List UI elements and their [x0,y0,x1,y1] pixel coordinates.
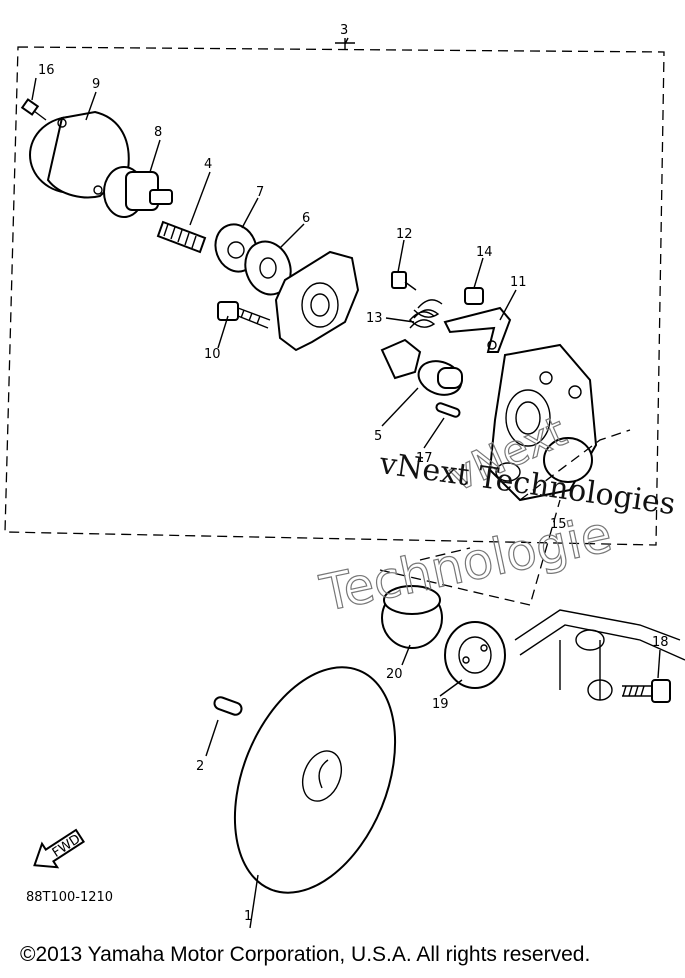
housing-plate [274,250,360,352]
part-19-seal [444,621,506,689]
part-8-shaft [103,166,173,218]
leader-lines [31,37,661,929]
callout-19: 19 [432,697,449,712]
callout-2: 2 [196,759,204,774]
callout-7: 7 [256,185,264,200]
callout-12: 12 [396,227,413,242]
fwd-arrow-icon: FWD [33,828,86,869]
frame-bracket [514,609,685,701]
callout-11: 11 [510,275,527,290]
part-14-nut [464,287,484,305]
diagram-code: 88T100-1210 [26,890,114,905]
callout-10: 10 [204,347,221,362]
callout-3: 3 [340,23,348,38]
callout-9: 9 [92,77,100,92]
part-6-washer [244,240,292,296]
part-15-body [488,343,598,502]
callout-14: 14 [476,245,493,260]
part-12-bolt [391,271,417,291]
callout-18: 18 [652,635,669,650]
watermark-technologie: Technologie [315,505,617,623]
copyright-notice: ©2013 Yamaha Motor Corporation, U.S.A. A… [20,943,591,966]
assembly-boundary [4,46,665,546]
part-4-spring [156,220,207,254]
part-9-cover [29,110,130,199]
part-5-cam [380,338,463,396]
part-1-disc [233,666,397,894]
callout-labels: 1 2 3 4 5 6 7 8 9 10 11 12 13 14 15 16 1… [38,23,669,924]
part-10-bolt [217,301,271,329]
callout-6: 6 [302,211,310,226]
callout-13: 13 [366,311,383,326]
watermark: vNext Technologie vNext Technologies [314,406,677,624]
callout-20: 20 [386,667,403,682]
callout-15: 15 [550,517,567,532]
callout-16: 16 [38,63,55,78]
callout-4: 4 [204,157,212,172]
callout-8: 8 [154,125,162,140]
part-2-key [213,696,243,716]
part-11-lever [443,306,512,353]
part-13-spring [409,299,443,329]
part-20-cup [381,585,443,649]
part-18-bolt [622,679,671,703]
callout-1: 1 [244,909,252,924]
callout-5: 5 [374,429,382,444]
part-16-bolt [20,98,47,121]
part-17-pin [435,402,461,418]
callout-17: 17 [416,451,433,466]
exploded-parts-diagram: FWD 1 2 3 4 5 6 7 8 9 10 11 12 13 [4,23,685,929]
